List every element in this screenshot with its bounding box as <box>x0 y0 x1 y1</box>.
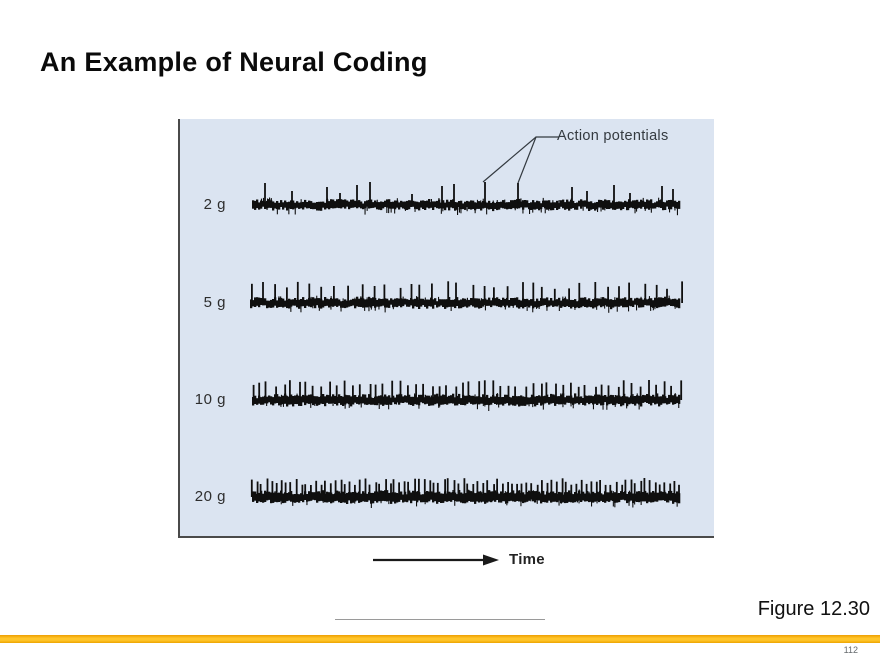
annotation-pointer-lines <box>482 136 559 184</box>
slide-title: An Example of Neural Coding <box>40 47 428 77</box>
traces-svg <box>250 136 683 508</box>
trace-label: 5 g <box>203 294 226 311</box>
page-number: 112 <box>843 645 858 655</box>
action-potentials-label: Action potentials <box>557 128 669 144</box>
trace-label: 20 g <box>194 488 226 505</box>
time-arrow-icon <box>373 554 499 565</box>
accent-bar <box>0 635 880 643</box>
figure-caption: Figure 12.30 <box>757 598 870 620</box>
figure-panel: Action potentials 2 g 5 g 10 g 20 g <box>178 119 714 538</box>
time-axis: Time <box>372 551 545 568</box>
time-label: Time <box>509 551 545 568</box>
figure-divider-line <box>335 619 545 620</box>
trace-label: 2 g <box>203 196 226 213</box>
trace-label: 10 g <box>194 391 226 408</box>
